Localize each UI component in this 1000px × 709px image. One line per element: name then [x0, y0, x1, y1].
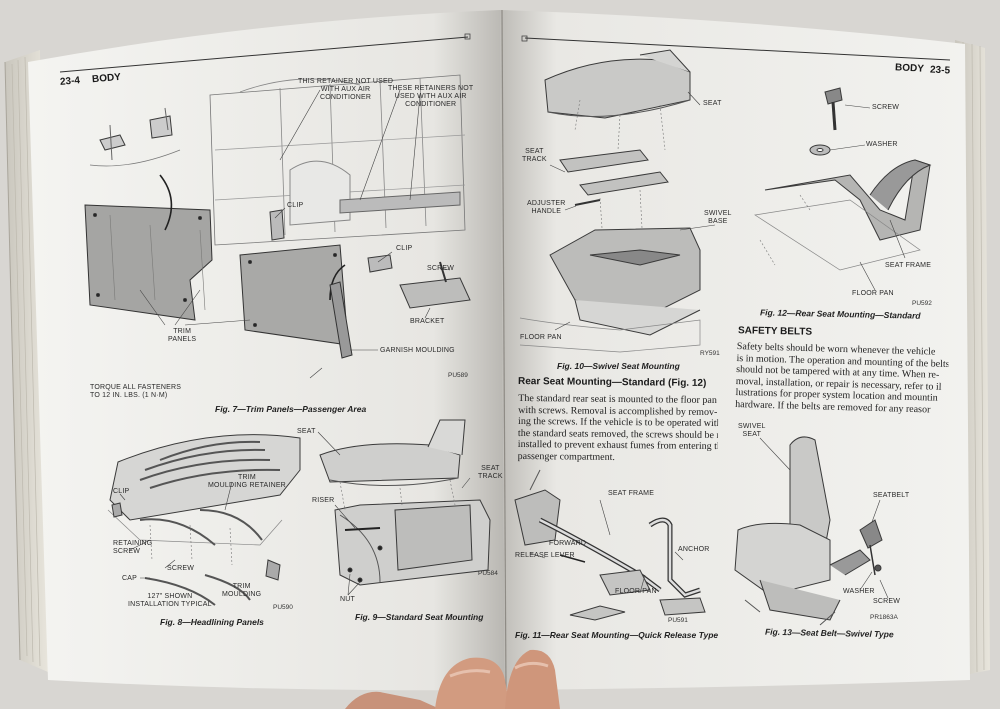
- fig8-label-screw: SCREW: [167, 565, 195, 572]
- fig7-label-garnish-moulding: GARNISH MOULDING: [380, 347, 455, 354]
- fig13-label-washer: WASHER: [843, 588, 875, 595]
- fig11-label-seat-frame: SEAT FRAME: [608, 490, 655, 497]
- fig12-label-floor-pan: FLOOR PAN: [852, 290, 894, 297]
- fig8-label-installation: 127" SHOWN INSTALLATION TYPICAL: [128, 593, 212, 608]
- fig10-label-seat-track: SEAT TRACK: [522, 148, 547, 163]
- fig10-label-adjuster-handle: ADJUSTER HANDLE: [527, 200, 566, 215]
- right-page-number: 23-5: [929, 64, 951, 77]
- fig12-code: PU592: [912, 300, 932, 307]
- fig9-label-riser: RISER: [312, 497, 335, 504]
- fig9-label-seat-track: SEAT TRACK: [478, 465, 503, 480]
- fig8-code: PU590: [273, 604, 293, 611]
- fig7-label-screw: SCREW: [427, 265, 455, 272]
- fig11-label-anchor: ANCHOR: [678, 546, 710, 553]
- fig7-caption: Fig. 7—Trim Panels—Passenger Area: [215, 404, 367, 414]
- fig7-label-retainer-not-used: THIS RETAINER NOT USED WITH AUX AIR COND…: [298, 78, 394, 101]
- fig11-label-forward: FORWARD: [549, 540, 587, 547]
- rear-seat-heading: Rear Seat Mounting—Standard (Fig. 12): [517, 376, 707, 389]
- fig11-code: PU591: [668, 617, 688, 624]
- fig7-label-trim-panels: TRIM PANELS: [168, 328, 197, 343]
- fig10-caption: Fig. 10—Swivel Seat Mounting: [557, 361, 680, 371]
- fig13-label-swivel-seat: SWIVEL SEAT: [738, 423, 766, 438]
- fig8-label-retaining-screw: RETAINING SCREW: [113, 540, 153, 555]
- fig7-label-clip-2: CLIP: [396, 245, 413, 252]
- fig8-label-cap: CAP: [122, 575, 137, 582]
- left-page-number: 23-4: [59, 75, 81, 88]
- fig12-label-screw: SCREW: [872, 104, 900, 111]
- safety-belts-body: Safety belts should be worn whenever the…: [735, 341, 949, 416]
- fig7-label-torque: TORQUE ALL FASTENERS TO 12 IN. LBS. (1 N…: [90, 384, 182, 399]
- fig8-caption: Fig. 8—Headlining Panels: [160, 617, 264, 627]
- fig12-label-washer: WASHER: [866, 141, 898, 148]
- fig8-label-clip: CLIP: [113, 488, 130, 495]
- fig8-label-trim-moulding: TRIM MOULDING: [222, 583, 262, 598]
- fig7-label-bracket: BRACKET: [410, 318, 445, 325]
- fig13-label-screw: SCREW: [873, 598, 901, 605]
- fig10-code: RY591: [700, 350, 720, 357]
- fig9-label-nut: NUT: [340, 596, 355, 603]
- rear-seat-body: The standard rear seat is mounted to the…: [517, 392, 719, 463]
- fig10-label-swivel-base: SWIVEL BASE: [704, 210, 732, 225]
- fig13-label-seatbelt: SEATBELT: [873, 492, 910, 499]
- fig9-code: PU584: [478, 570, 498, 577]
- fig7-label-clip-1: CLIP: [287, 202, 304, 209]
- fig7-label-retainers-not-used: THESE RETAINERS NOT USED WITH AUX AIR CO…: [388, 85, 474, 108]
- fig7-code: PU589: [448, 372, 468, 379]
- fig9-caption: Fig. 9—Standard Seat Mounting: [355, 612, 484, 622]
- fig11-label-release-lever: RELEASE LEVER: [515, 552, 575, 559]
- fig10-label-seat: SEAT: [703, 100, 722, 107]
- fig10-label-floor-pan: FLOOR PAN: [520, 334, 562, 341]
- fig8-label-trim-moulding-retainer: TRIM MOULDING RETAINER: [208, 474, 286, 489]
- fig9-label-seat: SEAT: [297, 428, 316, 435]
- right-section-title: BODY: [894, 62, 925, 75]
- fig11-label-floor-pan: FLOOR PAN: [615, 588, 657, 595]
- safety-belts-heading: SAFETY BELTS: [737, 325, 813, 338]
- fig13-code: PR1863A: [870, 614, 898, 621]
- fig12-label-seat-frame: SEAT FRAME: [885, 262, 932, 269]
- fig11-caption: Fig. 11—Rear Seat Mounting—Quick Release…: [515, 630, 719, 640]
